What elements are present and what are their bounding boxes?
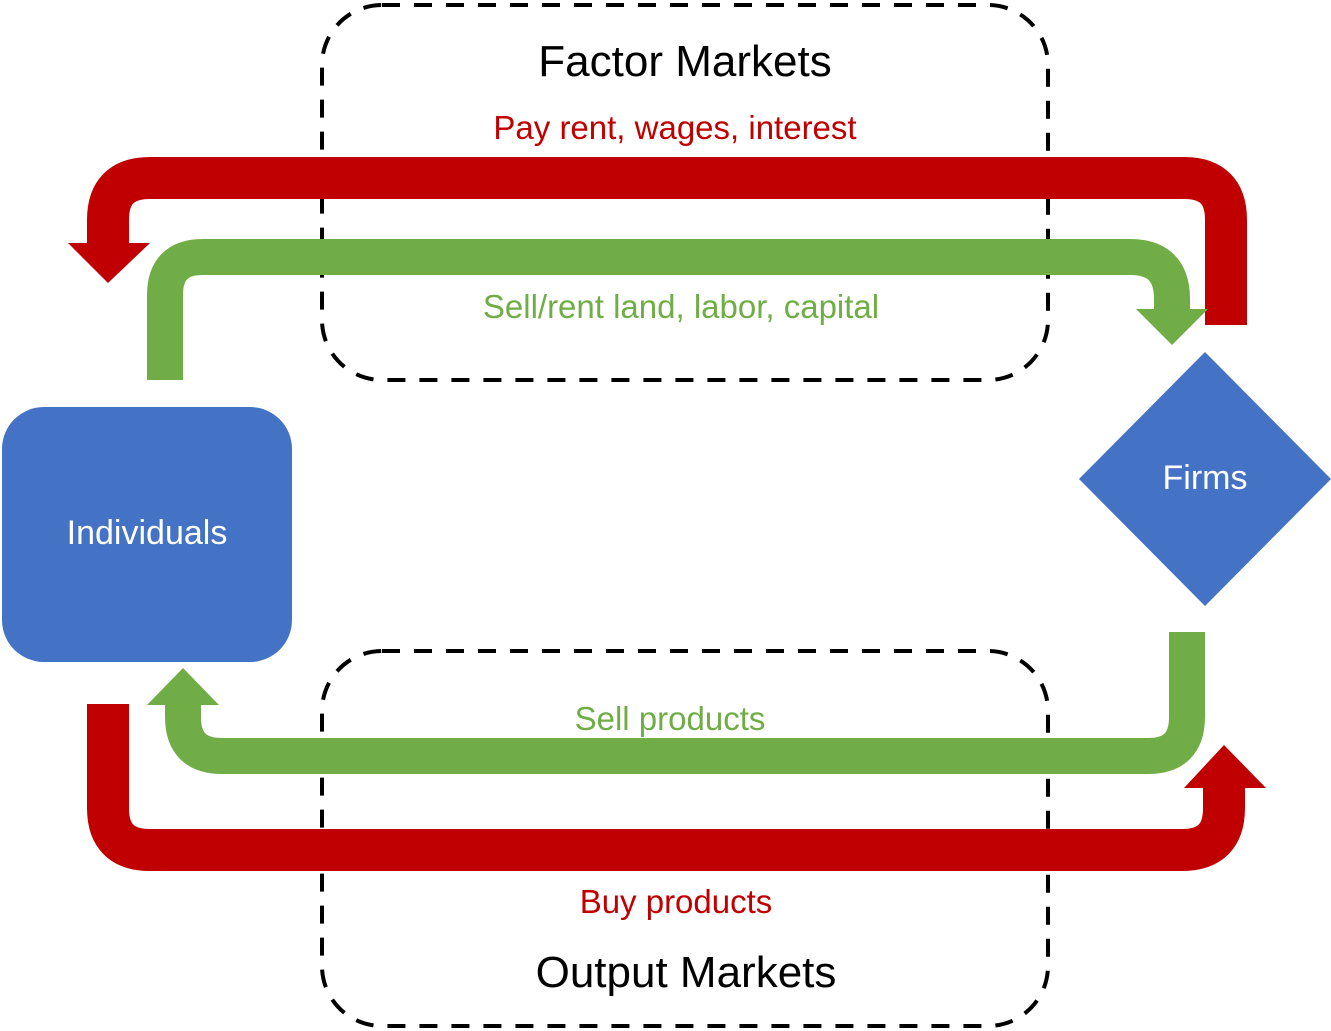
- product-purchase-arrowhead: [1184, 745, 1266, 788]
- payment-flow-label: Pay rent, wages, interest: [493, 109, 856, 146]
- product-sales-arrow: [165, 632, 1205, 774]
- individuals-node: [2, 407, 292, 662]
- resource-flow-arrow: [147, 239, 1190, 380]
- product-purchase-label: Buy products: [580, 883, 773, 920]
- individuals-label: Individuals: [67, 514, 228, 552]
- resource-flow-label: Sell/rent land, labor, capital: [483, 288, 879, 325]
- output-market-box: [320, 649, 1050, 1028]
- firms-label: Firms: [1163, 459, 1248, 497]
- payment-flow-arrowhead: [68, 243, 150, 283]
- payment-flow-arrow: [87, 157, 1247, 325]
- factor-markets-title: Factor Markets: [538, 37, 831, 86]
- resource-flow-arrowhead: [1136, 309, 1208, 345]
- factor-market-box: [320, 3, 1050, 382]
- product-sales-arrowhead: [147, 668, 219, 705]
- product-purchase-arrow: [87, 704, 1245, 871]
- output-markets-title: Output Markets: [536, 948, 837, 997]
- product-sales-label: Sell products: [575, 700, 766, 737]
- firms-node: [1079, 352, 1331, 606]
